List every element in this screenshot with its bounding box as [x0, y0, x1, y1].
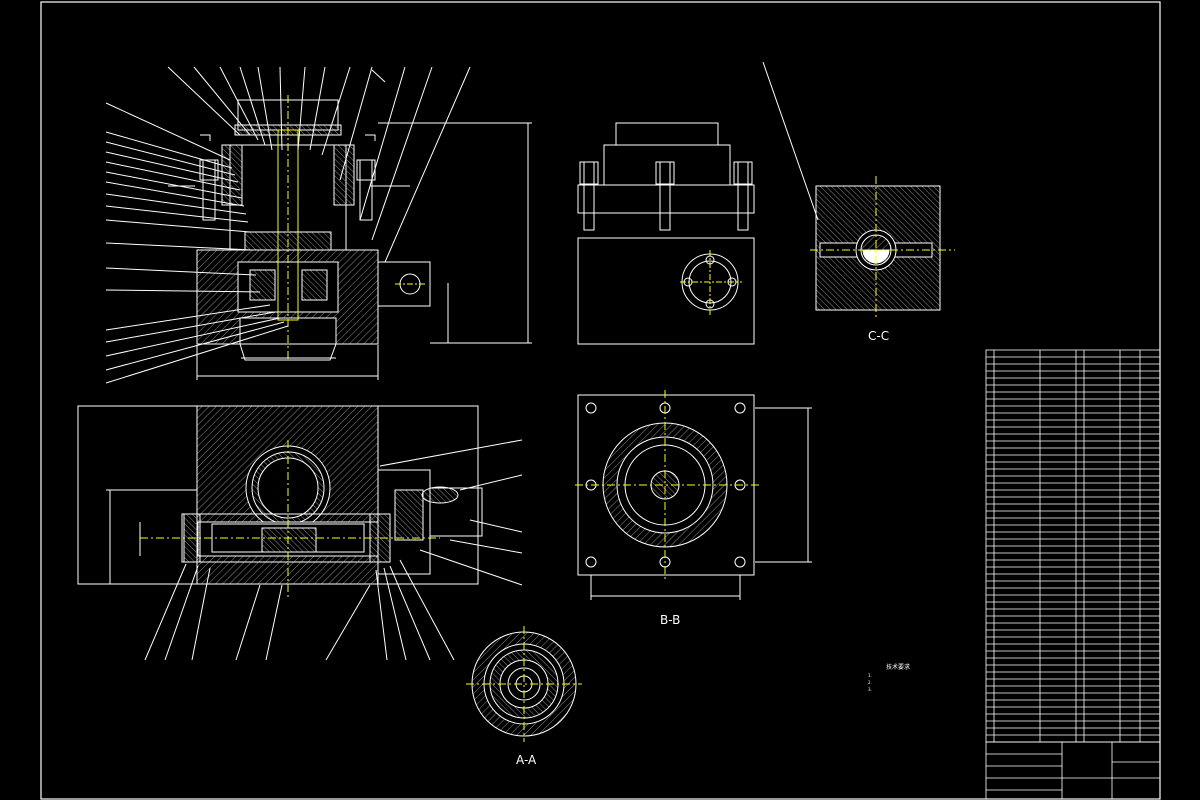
base-block [577, 237, 755, 345]
drawing-border [40, 1, 1161, 800]
section-bb-view[interactable] [575, 390, 812, 600]
main-section-view[interactable] [105, 66, 532, 384]
tech-requirements-title: 技术要求 [886, 664, 911, 671]
tech-note-1: 1. [868, 673, 872, 678]
clamp-plate [577, 184, 755, 214]
section-aa-view[interactable] [466, 626, 582, 742]
plan-section-view[interactable] [77, 405, 523, 661]
section-cc-view[interactable] [762, 61, 955, 320]
bolt-right [359, 159, 373, 221]
view-label-aa: A-A [516, 753, 537, 767]
tech-note-3: 3. [868, 687, 872, 692]
tech-note-2: 2. [868, 680, 872, 685]
front-elevation-view[interactable] [577, 122, 755, 345]
view-label-cc: C-C [868, 329, 889, 343]
parts-rows [986, 356, 1160, 736]
parts-list-table[interactable] [985, 349, 1161, 743]
view-label-bb: B-B [660, 613, 680, 627]
side-port [377, 261, 431, 307]
title-block[interactable] [985, 741, 1161, 800]
